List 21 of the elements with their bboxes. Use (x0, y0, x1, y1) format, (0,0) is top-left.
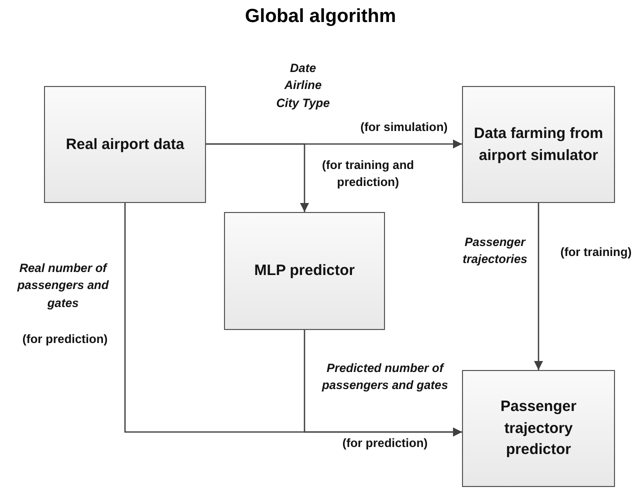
edge-note: (for simulation) (359, 119, 449, 136)
process-box (462, 370, 615, 487)
process-box (462, 86, 615, 203)
arrow (304, 330, 462, 436)
edge-note: (for prediction) (21, 331, 109, 348)
edge-note: (for training) (559, 244, 633, 261)
process-box (44, 86, 206, 203)
edge-label: Passenger trajectories (462, 234, 528, 268)
node-label: Passenger trajectory predictor (500, 396, 578, 460)
edge-label: Predicted number of passengers and gates (320, 360, 450, 394)
node-label: Real airport data (64, 134, 186, 155)
edge-note: (for prediction) (341, 435, 429, 452)
arrow (534, 203, 543, 370)
node-label: MLP predictor (253, 261, 356, 282)
diagram-title: Global algorithm (245, 6, 396, 27)
edge-label: Real number of passengers and gates (16, 260, 110, 312)
node-label: Data farming from airport simulator (472, 124, 604, 166)
edge-note: (for training and prediction) (321, 157, 415, 192)
process-box (224, 212, 385, 330)
arrow (206, 143, 309, 212)
edge-label: Date Airline City Type (276, 60, 330, 112)
